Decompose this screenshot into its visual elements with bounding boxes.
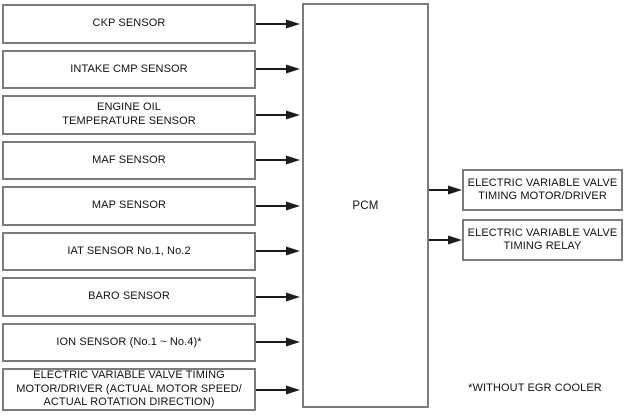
pcm-box: PCM (302, 3, 429, 408)
arrow-input-to-pcm-icon (256, 19, 300, 29)
input-sensor-label: CKP SENSOR (92, 17, 166, 30)
output-device-label: ELECTRIC VARIABLE VALVE TIMING RELAY (467, 226, 618, 252)
arrow-pcm-to-output-icon (429, 185, 462, 195)
arrow-input-to-pcm-icon (256, 385, 300, 394)
output-device-label: ELECTRIC VARIABLE VALVE TIMING MOTOR/DRI… (467, 176, 618, 202)
output-device-box: ELECTRIC VARIABLE VALVE TIMING RELAY (429, 219, 623, 261)
arrow-input-to-pcm-icon (256, 155, 300, 165)
input-sensor-box: MAP SENSOR (2, 186, 300, 226)
input-sensor-label: INTAKE CMP SENSOR (70, 62, 188, 75)
footnote-without-egr-cooler: *WITHOUT EGR COOLER (468, 382, 602, 394)
input-sensor-label: MAP SENSOR (91, 199, 167, 212)
input-sensor-label: ELECTRIC VARIABLE VALVE TIMING MOTOR/DRI… (16, 369, 242, 409)
arrow-pcm-to-output-icon (429, 235, 462, 245)
input-sensor-label: BARO SENSOR (88, 290, 170, 303)
input-sensor-box: ION SENSOR (No.1 ~ No.4)* (2, 322, 300, 362)
input-sensor-box: CKP SENSOR (2, 4, 300, 44)
arrow-input-to-pcm-icon (256, 64, 300, 74)
arrow-input-to-pcm-icon (256, 110, 300, 120)
input-sensor-box: IAT SENSOR No.1, No.2 (2, 231, 300, 271)
arrow-input-to-pcm-icon (256, 337, 300, 347)
arrow-input-to-pcm-icon (256, 292, 300, 302)
output-device-box: ELECTRIC VARIABLE VALVE TIMING MOTOR/DRI… (429, 169, 623, 211)
input-sensor-label: ION SENSOR (No.1 ~ No.4)* (56, 335, 202, 348)
input-sensor-box: ENGINE OIL TEMPERATURE SENSOR (2, 95, 300, 135)
output-devices-column: ELECTRIC VARIABLE VALVE TIMING MOTOR/DRI… (429, 169, 623, 261)
input-sensors-column: CKP SENSOR INTAKE CMP SENSOR ENGINE OIL TE… (2, 4, 300, 411)
input-sensor-box: ELECTRIC VARIABLE VALVE TIMING MOTOR/DRI… (2, 368, 300, 411)
pcm-label: PCM (352, 199, 379, 212)
arrow-input-to-pcm-icon (256, 201, 300, 211)
input-sensor-label: MAF SENSOR (92, 153, 166, 166)
input-sensor-box: INTAKE CMP SENSOR (2, 49, 300, 89)
arrow-input-to-pcm-icon (256, 246, 300, 256)
input-sensor-box: MAF SENSOR (2, 140, 300, 180)
input-sensor-label: IAT SENSOR No.1, No.2 (67, 244, 191, 257)
input-sensor-label: ENGINE OIL TEMPERATURE SENSOR (62, 101, 196, 127)
input-sensor-box: BARO SENSOR (2, 277, 300, 317)
